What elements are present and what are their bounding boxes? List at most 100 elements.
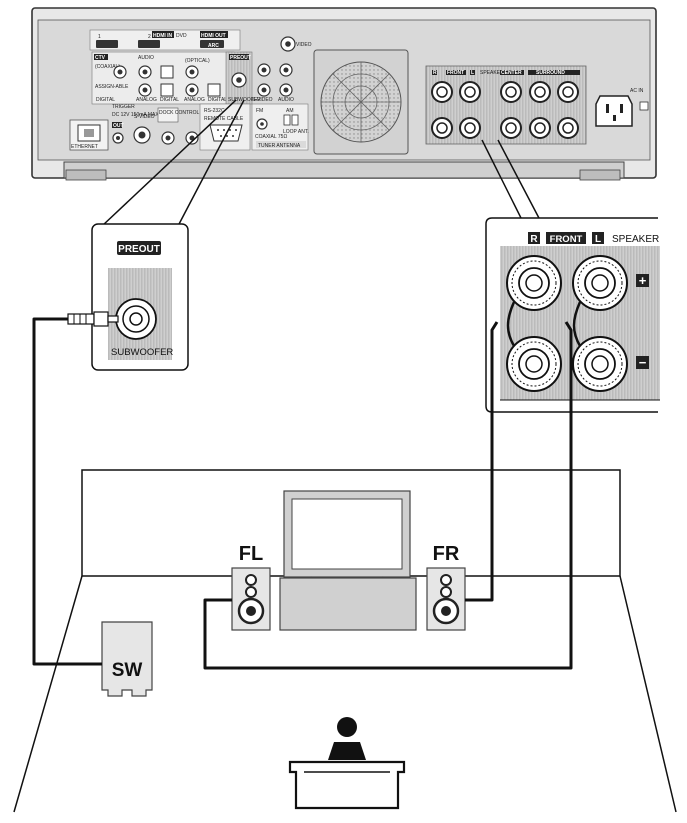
- preout-callout: PREOUT SUBWOOFER: [67, 99, 245, 371]
- hdmi-in-1-number: 1: [98, 34, 101, 40]
- ac-inlet-socket[interactable]: [595, 95, 633, 127]
- ethernet-label: ETHERNET: [71, 144, 98, 150]
- optical-label: (OPTICAL): [185, 58, 210, 64]
- front-r-plus-post: [506, 255, 562, 311]
- trigger-out-label: OUT: [113, 123, 124, 129]
- preout-small-label: PREOUT: [230, 55, 251, 61]
- subwoofer: SW: [101, 621, 153, 697]
- receiver-speaker-terminals: SPEAKERS R FRONT L CENTER SURROUND: [425, 65, 587, 145]
- tv-set: [279, 490, 417, 631]
- room-right-edge: [619, 575, 677, 813]
- remote-cable-label: REMOTE CABLE: [204, 116, 244, 122]
- coax-75-label: COAXIAL 75Ω: [255, 134, 287, 140]
- digital-label-2: DIGITAL: [160, 97, 179, 103]
- subwoofer-jack-label: SUBWOOFER: [111, 347, 173, 358]
- r-badge: [528, 232, 540, 244]
- audio-label-2: AUDIO: [278, 97, 294, 103]
- preout-small-section: PREOUT SUBWOOFER: [225, 51, 261, 105]
- speaker-fr: FR: [426, 543, 466, 631]
- dvd-label: DVD: [176, 33, 187, 39]
- speaker-fl: FL: [231, 543, 271, 631]
- hdmi-in-2-number: 2: [148, 34, 151, 40]
- receiver-binding-posts[interactable]: [431, 81, 579, 139]
- svideo-label: S-VIDEO: [134, 114, 155, 120]
- front-r-small-label: R: [433, 70, 437, 76]
- ctv-label: CTV: [95, 55, 106, 61]
- fr-label: FR: [433, 543, 460, 565]
- preout-badge: [117, 241, 161, 255]
- coaxial-label: (COAXIAL): [95, 64, 120, 70]
- plus-badge-text: +: [639, 273, 647, 288]
- minus-badge: [636, 356, 649, 369]
- tv-screen: [291, 498, 403, 570]
- center-label: CENTER: [501, 70, 522, 76]
- front-binding-posts[interactable]: [506, 255, 628, 392]
- speaker-callout: R FRONT L SPEAKER: [481, 139, 660, 413]
- hdmi-in-2-port[interactable]: [138, 40, 160, 48]
- fr-speaker-cable: [465, 321, 499, 602]
- front-l-small-label: L: [471, 70, 474, 76]
- arc-label: ARC: [208, 43, 219, 49]
- l-badge-text: L: [595, 234, 601, 245]
- fr-cable-loop: [506, 301, 516, 347]
- trigger-label: TRIGGER: [112, 104, 135, 110]
- dock-label: DOCK CONTROL: [159, 110, 200, 116]
- loop-label: LOOP ANT.: [283, 129, 309, 135]
- video-label: VIDEO: [296, 42, 312, 48]
- fl-label: FL: [239, 543, 263, 565]
- hdmi-out-port[interactable]: [200, 40, 224, 48]
- receiver-base: [63, 161, 625, 179]
- listener: [288, 717, 406, 810]
- front-l-minus-post: [572, 336, 628, 392]
- rca-jack-group-left[interactable]: [113, 65, 221, 97]
- svideo-label-top: S-VIDEO: [252, 97, 273, 103]
- assign-label: ASSIGN-ABLE: [95, 84, 129, 90]
- surround-label: SURROUND: [536, 70, 565, 76]
- subwoofer-cable: [32, 317, 102, 666]
- audio-label: AUDIO: [138, 55, 154, 61]
- speakers-small-label: SPEAKERS: [480, 70, 508, 76]
- front-r-minus-post: [506, 336, 562, 392]
- room-left-edge: [13, 575, 83, 813]
- analog-label-2: ANALOG: [184, 97, 205, 103]
- hdmi-section: 1 2 HDMI IN HDMI OUT ARC DVD: [89, 29, 241, 51]
- front-l-plus-post: [572, 255, 628, 311]
- am-terminal-1[interactable]: [283, 114, 291, 126]
- r-badge-text: R: [530, 234, 538, 245]
- antenna-label: TUNER ANTENNA: [258, 143, 301, 149]
- receiver-foot-left: [65, 169, 107, 181]
- video-section: VIDEO S-VIDEO AUDIO: [252, 36, 312, 103]
- digital-label-1: DIGITAL: [96, 97, 115, 103]
- hdmi-out-label: HDMI OUT: [201, 33, 226, 39]
- subwoofer-cabinet: [101, 621, 153, 697]
- speaker-title: SPEAKER: [612, 234, 659, 245]
- receiver-foot-right: [579, 169, 621, 181]
- ac-in-label: AC IN: [630, 88, 644, 94]
- cooling-fan: [313, 49, 409, 155]
- front-badge: [546, 232, 586, 244]
- listener-sofa: [288, 760, 406, 810]
- ac-inlet: AC IN: [595, 88, 649, 127]
- am-terminal-2[interactable]: [291, 114, 299, 126]
- audio-input-section: CTV (COAXIAL) ASSIGN-ABLE AUDIO (OPTICAL…: [91, 51, 235, 105]
- front-badge-text: FRONT: [550, 234, 583, 245]
- rs232-label: RS-232C: [204, 108, 225, 114]
- subwoofer-small-label: SUBWOOFER: [228, 97, 261, 103]
- tv-stand: [279, 577, 417, 631]
- lower-left-section: ETHERNET TRIGGER DC 12V 150mA MAX OUT S-…: [69, 104, 200, 151]
- tuner-section: FM AM COAXIAL 75Ω LOOP ANT. TUNER ANTENN…: [251, 103, 309, 151]
- fl-speaker-cable: [203, 321, 573, 670]
- rs232-section: RS-232C REMOTE CABLE: [199, 103, 251, 151]
- l-badge: [592, 232, 604, 244]
- receiver-rear-panel: 1 2 HDMI IN HDMI OUT ARC DVD CTV (COAXIA…: [31, 7, 657, 181]
- front-small-label: FRONT: [447, 70, 464, 76]
- hdmi-in-label: HDMI IN: [153, 33, 173, 39]
- hdmi-in-1-port[interactable]: [96, 40, 118, 48]
- minus-badge-text: −: [639, 355, 647, 370]
- fm-label: FM: [256, 108, 263, 114]
- preout-badge-text: PREOUT: [118, 244, 160, 255]
- trigger-spec-label: DC 12V 150mA MAX: [112, 112, 159, 118]
- cables: [32, 301, 582, 670]
- fl-cable-loop: [572, 301, 582, 347]
